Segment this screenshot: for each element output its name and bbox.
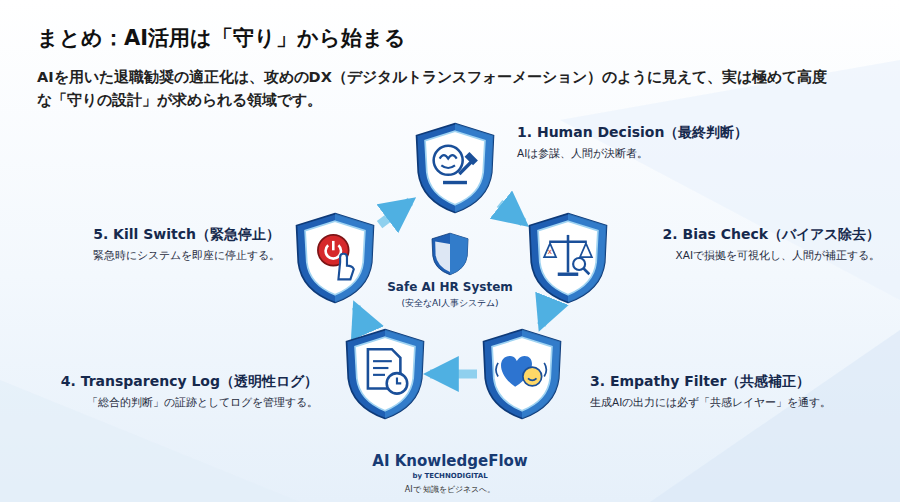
node-heading: 2. Bias Check（バイアス除去）: [663, 226, 880, 244]
bg-shape: [650, 330, 900, 502]
cycle-arrow: [356, 307, 364, 325]
node-label: 1. Human Decision（最終判断） AIは参謀、人間が決断者。: [517, 124, 748, 161]
cycle-arrow: [500, 203, 524, 222]
center-sub: (安全なAI人事システム): [370, 297, 530, 310]
node-heading: 5. Kill Switch（緊急停止）: [93, 226, 280, 244]
shield-node: 3. Empathy Filter（共感補正）生成AIの出力には必ず「共感レイヤ…: [479, 327, 565, 421]
cycle-arrow: [430, 370, 477, 379]
center-shield-icon: [430, 232, 470, 276]
node-heading: 3. Empathy Filter（共感補正）: [590, 373, 831, 391]
node-heading: 1. Human Decision（最終判断）: [517, 124, 748, 142]
center-heading: Safe AI HR System: [370, 280, 530, 294]
shield-shape: x: [525, 211, 611, 305]
node-body: 生成AIの出力には必ず「共感レイヤー」を通す。: [590, 396, 831, 410]
node-body: 「総合的判断」の証跡としてログを管理する。: [61, 396, 318, 410]
node-heading: 4. Transparency Log（透明性ログ）: [61, 373, 318, 391]
shield-node: x2. Bias Check（バイアス除去）XAIで損拠を可視化し、人間が補正す…: [525, 211, 611, 305]
title: まとめ：AI活用は「守り」から始まる: [37, 24, 406, 52]
node-label: 3. Empathy Filter（共感補正） 生成AIの出力には必ず「共感レイヤ…: [590, 373, 831, 410]
center-node: Safe AI HR System (安全なAI人事システム): [370, 232, 530, 310]
shield-node: 1. Human Decision（最終判断）AIは参謀、人間が決断者。: [412, 121, 498, 215]
shield-shape: [342, 327, 428, 421]
cycle-arrow: [541, 307, 548, 325]
node-body: 緊急時にシステムを即座に停止する。: [93, 249, 280, 263]
footer-text: by TECHNODIGITAL: [0, 472, 900, 480]
footer-text: AIで 知識をビジネスへ。: [0, 484, 900, 495]
node-body: AIは参謀、人間が決断者。: [517, 147, 748, 161]
shield-shape: [430, 232, 470, 276]
shield-node: 4. Transparency Log（透明性ログ）「総合的判断」の証跡としてロ…: [342, 327, 428, 421]
node-label: 5. Kill Switch（緊急停止） 緊急時にシステムを即座に停止する。: [93, 226, 280, 263]
shield-shape: [412, 121, 498, 215]
node-body: XAIで損拠を可視化し、人間が補正する。: [663, 249, 880, 263]
shield-shape: [292, 211, 378, 305]
footer-text: AI KnowledgeFlow: [0, 452, 900, 470]
subtitle: AIを用いた退職勧奨の適正化は、攻めのDX（デジタルトランスフォーメーション）の…: [37, 66, 827, 112]
bg-shape: [560, 60, 900, 300]
cycle-arrow: [380, 201, 411, 224]
svg-text:x: x: [547, 247, 552, 256]
node-label: 2. Bias Check（バイアス除去） XAIで損拠を可視化し、人間が補正する…: [663, 226, 880, 263]
shield-node: 5. Kill Switch（緊急停止）緊急時にシステムを即座に停止する。: [292, 211, 378, 305]
shield-shape: [479, 327, 565, 421]
node-label: 4. Transparency Log（透明性ログ） 「総合的判断」の証跡としてロ…: [61, 373, 318, 410]
